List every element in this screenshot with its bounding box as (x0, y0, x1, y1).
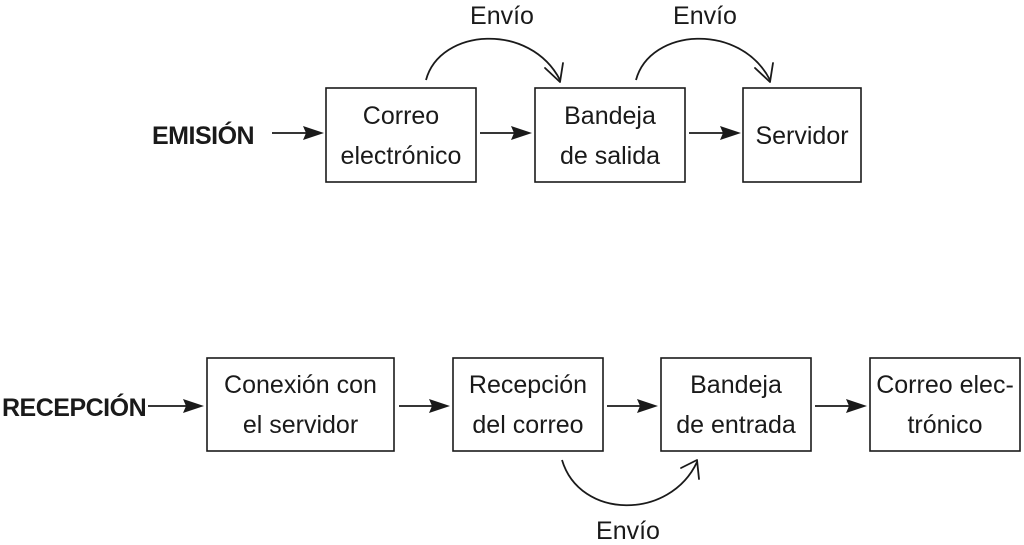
recepcion-box-conexion: Conexión con el servidor (206, 357, 395, 452)
emision-box-bandeja-line2: de salida (560, 142, 660, 170)
emision-box-correo: Correo electrónico (325, 87, 477, 183)
emision-curve-arrow-2: Envío (635, 2, 774, 83)
recepcion-box-bandeja-entrada: Bandeja de entrada (660, 357, 812, 452)
emision-box-servidor-label: Servidor (755, 122, 848, 150)
emision-arrow-1 (480, 126, 532, 140)
emision-row-label: EMISIÓN (152, 120, 254, 150)
emision-arrow-2 (689, 126, 741, 140)
recepcion-arrow-2 (607, 399, 658, 413)
recepcion-box-bandeja-line2: de entrada (676, 411, 796, 439)
emision-box-bandeja-salida: Bandeja de salida (534, 87, 686, 183)
recepcion-row-label: RECEPCIÓN (2, 392, 146, 422)
emision-box-servidor: Servidor (742, 87, 862, 183)
recepcion-box-correo-line2: trónico (907, 411, 982, 439)
recepcion-box-bandeja-line1: Bandeja (690, 371, 782, 399)
recepcion-box-conexion-line2: el servidor (243, 411, 358, 439)
recepcion-entry-arrow (148, 399, 204, 413)
recepcion-curve-arrow: Envío (561, 459, 700, 545)
recepcion-box-recepcion-line2: del correo (472, 411, 583, 439)
recepcion-box-recepcion: Recepción del correo (452, 357, 604, 452)
recepcion-row: RECEPCIÓN Conexión con el servidor Recep… (2, 357, 1021, 545)
emision-entry-arrow (272, 126, 324, 140)
emision-box-bandeja-line1: Bandeja (564, 102, 656, 130)
recepcion-curve-label: Envío (596, 517, 660, 545)
emision-curve-arrow-1: Envío (425, 2, 564, 83)
emision-box-correo-line2: electrónico (341, 142, 462, 170)
emision-curve-label-2: Envío (673, 2, 737, 30)
recepcion-arrow-1 (399, 399, 450, 413)
recepcion-box-correo: Correo elec- trónico (869, 357, 1021, 452)
emision-box-correo-line1: Correo (363, 102, 439, 130)
recepcion-box-conexion-line1: Conexión con (224, 371, 377, 399)
emision-curve-label-1: Envío (470, 2, 534, 30)
recepcion-box-recepcion-line1: Recepción (469, 371, 587, 399)
recepcion-arrow-3 (815, 399, 867, 413)
emision-row: EMISIÓN Correo electrónico Bandeja de sa… (152, 2, 862, 183)
recepcion-box-correo-line1: Correo elec- (876, 371, 1014, 399)
